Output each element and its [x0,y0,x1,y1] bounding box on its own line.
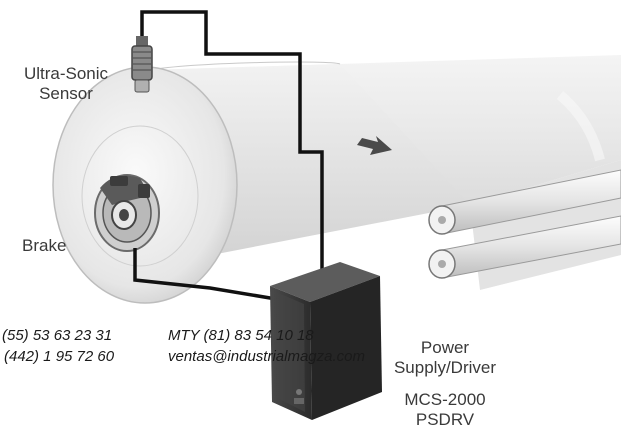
power-label-line1: Power [420,338,470,357]
contact-email: ventas@industrialmagza.com [168,348,365,365]
sensor-label: Ultra-Sonic Sensor [6,64,126,104]
model-label: MCS-2000 PSDRV [380,390,510,430]
contact-phone-1: (55) 53 63 23 31 [2,327,113,344]
model-label-line1: MCS-2000 [404,390,486,409]
sensor-wire [140,10,324,272]
power-supply-driver [270,262,382,420]
brake-assembly [94,174,160,252]
brake-label: Brake [22,236,67,255]
contact-phone-3: MTY (81) 83 54 10 18 [168,327,314,344]
nip-rollers [428,169,621,279]
brake-wire [133,248,283,302]
arrow-right-icon [357,136,392,155]
sensor-label-line1: Ultra-Sonic [23,64,109,83]
signal-wires [133,10,324,302]
contact-phone-2: (442) 1 95 72 60 [4,348,115,365]
model-label-line2: PSDRV [415,410,475,429]
power-label: Power Supply/Driver [370,338,520,378]
sensor-label-line2: Sensor [39,84,93,103]
power-label-line2: Supply/Driver [393,358,497,377]
ultrasonic-sensor [131,36,153,93]
